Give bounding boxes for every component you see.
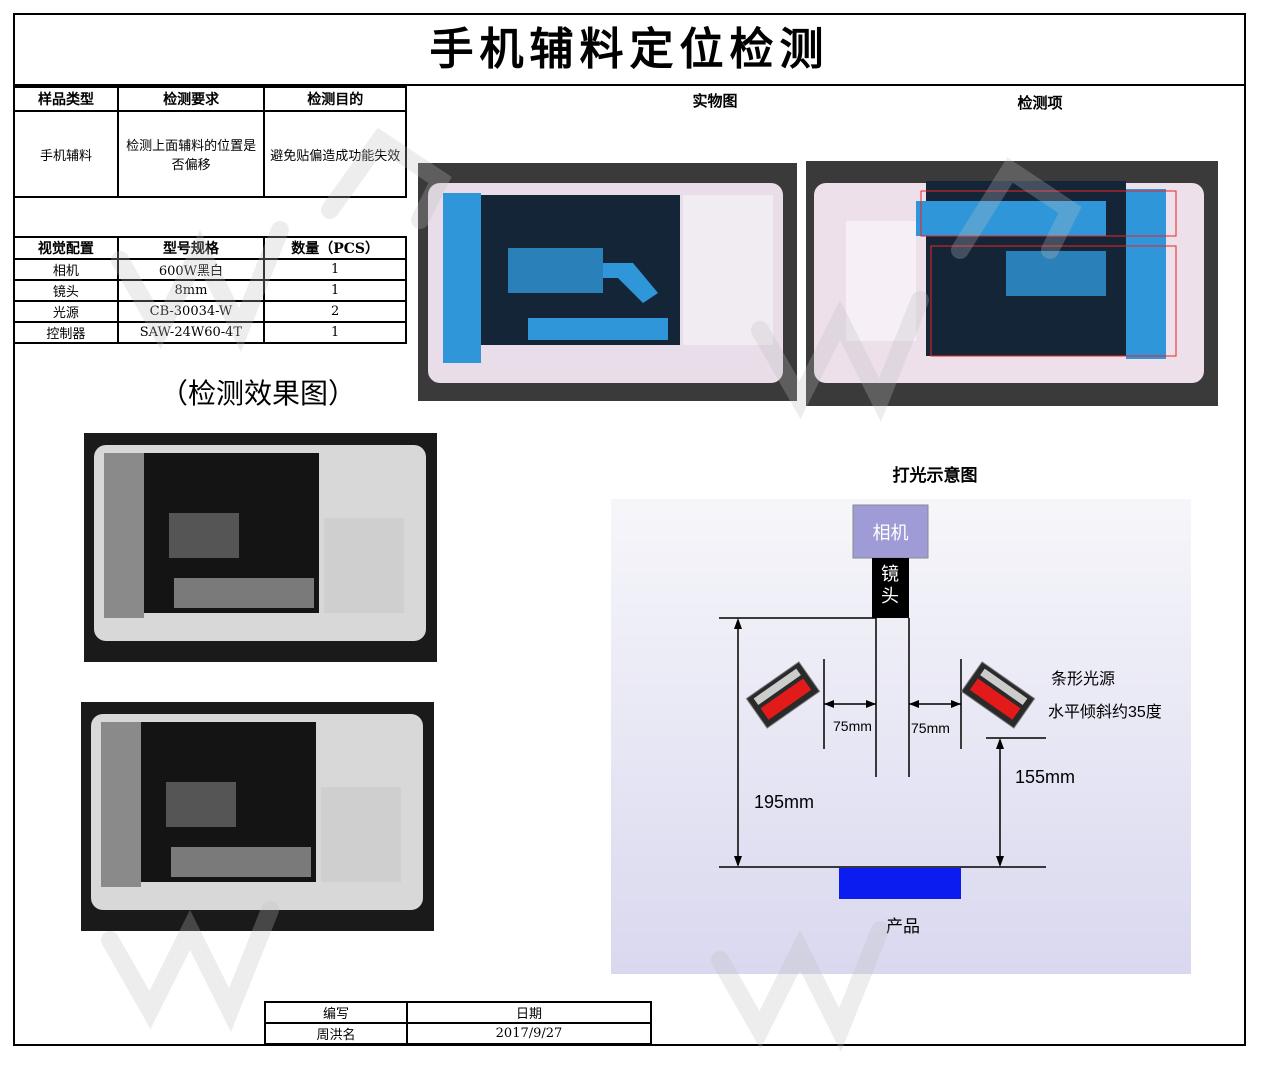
lens-label: 镜头 bbox=[881, 564, 899, 606]
config-cell: 2 bbox=[263, 300, 407, 323]
product-label: 产品 bbox=[886, 917, 920, 936]
config-cell: 1 bbox=[263, 258, 407, 281]
info-header-sample-type: 样品类型 bbox=[13, 86, 119, 112]
sign-table: 编写 日期 周洪名 2017/9/27 bbox=[264, 1001, 652, 1045]
light-source-label: 条形光源 bbox=[1051, 671, 1116, 688]
real-product-photo bbox=[418, 163, 797, 401]
config-table: 视觉配置 型号规格 数量（PCS） 相机 600W黑白 1 镜头 8mm 1 光… bbox=[13, 236, 407, 344]
info-header-requirement: 检测要求 bbox=[116, 86, 266, 112]
document-frame bbox=[13, 13, 1246, 1046]
config-header-model: 型号规格 bbox=[116, 236, 266, 260]
info-cell-purpose: 避免贴偏造成功能失效 bbox=[263, 110, 407, 198]
config-cell: CB-30034-W bbox=[116, 300, 266, 323]
lighting-diagram: 相机 镜头 条形光源 水平倾斜约35度 75mm 75mm 195mm 155m… bbox=[611, 499, 1191, 974]
config-cell: 控制器 bbox=[13, 321, 119, 344]
sign-date-value: 2017/9/27 bbox=[406, 1022, 652, 1045]
info-table: 样品类型 检测要求 检测目的 手机辅料 检测上面辅料的位置是否偏移 避免贴偏造成… bbox=[13, 86, 407, 198]
result-photo-2 bbox=[81, 702, 434, 931]
config-header-vision: 视觉配置 bbox=[13, 236, 119, 260]
light-tilt-label: 水平倾斜约35度 bbox=[1048, 704, 1162, 721]
sign-header-date: 日期 bbox=[406, 1001, 652, 1024]
info-cell-sample-type: 手机辅料 bbox=[13, 110, 119, 198]
info-cell-requirement: 检测上面辅料的位置是否偏移 bbox=[116, 110, 266, 198]
config-header-qty: 数量（PCS） bbox=[263, 236, 407, 260]
height-total-label: 195mm bbox=[754, 792, 815, 812]
config-cell: 光源 bbox=[13, 300, 119, 323]
lighting-title: 打光示意图 bbox=[892, 466, 978, 486]
result-photo-1 bbox=[84, 433, 437, 662]
height-light-label: 155mm bbox=[1015, 767, 1076, 787]
sign-header-author: 编写 bbox=[264, 1001, 408, 1024]
inspection-items-label: 检测项 bbox=[1017, 94, 1063, 112]
config-cell: 1 bbox=[263, 279, 407, 302]
distance-right-label: 75mm bbox=[911, 720, 950, 736]
config-cell: 相机 bbox=[13, 258, 119, 281]
inspection-items-photo bbox=[806, 161, 1218, 406]
camera-box-label: 相机 bbox=[872, 523, 909, 543]
config-cell: SAW-24W60-4T bbox=[116, 321, 266, 344]
page-title: 手机辅料定位检测 bbox=[13, 13, 1246, 86]
real-photo-label: 实物图 bbox=[692, 92, 738, 110]
config-cell: 1 bbox=[263, 321, 407, 344]
distance-left-label: 75mm bbox=[833, 718, 872, 734]
result-title: （检测效果图） bbox=[160, 377, 357, 410]
config-cell: 8mm bbox=[116, 279, 266, 302]
info-header-purpose: 检测目的 bbox=[263, 86, 407, 112]
sign-author-value: 周洪名 bbox=[264, 1022, 408, 1045]
config-cell: 镜头 bbox=[13, 279, 119, 302]
config-cell: 600W黑白 bbox=[116, 258, 266, 281]
